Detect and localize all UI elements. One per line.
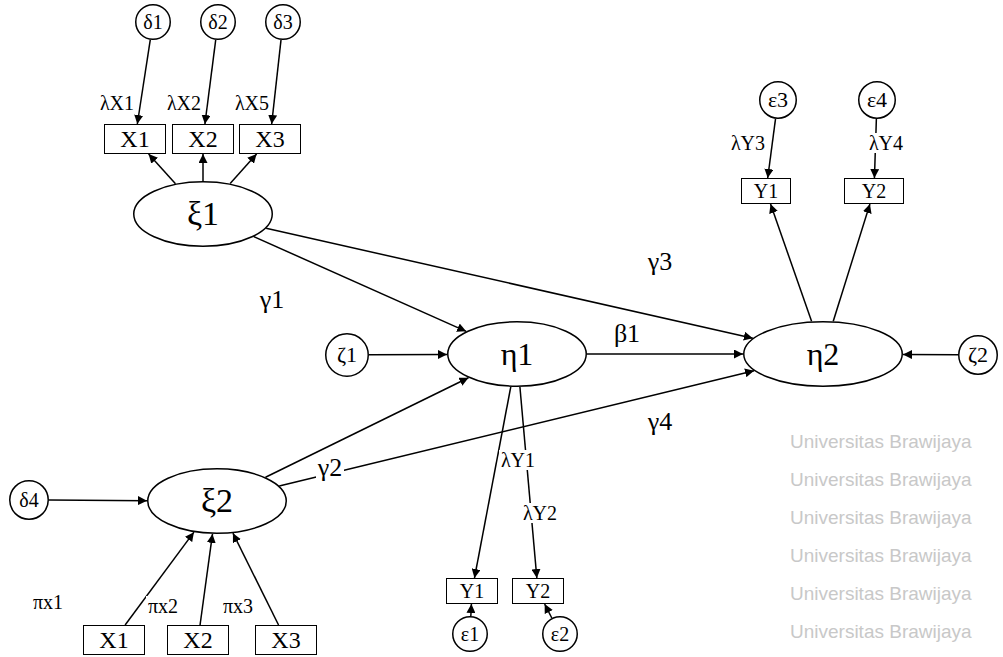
path-coefficient: γ3 [646,249,675,275]
path-arrow [545,604,552,618]
path-coefficient: πx1 [31,592,65,612]
error-term-circle: δ3 [265,4,301,40]
variable-symbol: X1 [120,127,149,151]
path-arrow [49,499,147,501]
path-arrow [768,119,776,178]
observed-variable-box: Y1 [741,178,791,204]
error-term-circle: ε4 [858,81,896,119]
watermark-text: Universitas Brawijaya [790,470,972,489]
path-arrow [272,40,281,124]
variable-symbol: δ1 [143,12,162,32]
path-coefficient: πx2 [146,596,180,616]
path-coefficient: πx3 [221,596,255,616]
watermark-text: Universitas Brawijaya [790,546,972,565]
path-arrow [369,354,447,356]
path-arrow [474,387,510,578]
path-coefficient: λY1 [499,450,537,470]
variable-symbol: δ3 [273,12,292,32]
variable-symbol: X1 [99,628,128,652]
path-arrow [205,40,216,124]
path-arrow [279,371,754,486]
error-term-circle: ε3 [759,81,797,119]
watermark-text: Universitas Brawijaya [790,584,972,603]
error-term-circle: ε2 [542,616,578,652]
variable-symbol: ζ1 [337,344,357,366]
path-coefficient: λY2 [521,503,559,523]
variable-symbol: X3 [271,628,300,652]
error-term-circle: ζ2 [958,335,998,375]
path-coefficient: λX5 [233,93,271,113]
path-coefficient: γ1 [258,287,287,313]
path-arrow [202,154,204,181]
variable-symbol: δ4 [19,490,38,510]
variable-symbol: δ2 [208,12,227,32]
path-arrow [833,204,870,321]
variable-symbol: ζ2 [968,344,988,366]
observed-variable-box: X1 [83,625,145,655]
observed-variable-box: X3 [255,625,317,655]
error-term-circle: ε1 [452,616,488,652]
path-arrow [520,387,537,578]
path-coefficient: β1 [612,321,642,347]
error-term-circle: δ1 [135,4,171,40]
variable-symbol: ε3 [768,89,788,111]
error-term-circle: δ2 [200,4,236,40]
observed-variable-box: X1 [104,124,166,154]
path-coefficient: λY4 [867,133,905,153]
variable-symbol: X2 [188,127,217,151]
observed-variable-box: X2 [172,124,234,154]
latent-variable-ellipse: η1 [447,321,587,387]
variable-symbol: Y2 [862,181,886,201]
variable-symbol: ξ1 [187,197,219,231]
path-arrow [903,354,958,356]
path-arrow [125,532,194,625]
variable-symbol: Y2 [526,581,550,601]
variable-symbol: ξ2 [201,484,233,518]
variable-symbol: η1 [501,338,534,370]
latent-variable-ellipse: η2 [743,321,903,387]
path-arrow [771,204,812,321]
watermark-text: Universitas Brawijaya [790,432,972,451]
variable-symbol: η2 [807,338,840,370]
observed-variable-box: Y1 [446,578,498,604]
observed-variable-box: Y2 [844,178,904,204]
observed-variable-box: X3 [239,124,301,154]
watermark-text: Universitas Brawijaya [790,508,972,527]
path-coefficient: λX2 [165,93,203,113]
latent-variable-ellipse: ξ2 [147,468,287,534]
watermark-text: Universitas Brawijaya [790,622,972,641]
error-term-circle: ζ1 [325,333,369,377]
variable-symbol: Y1 [754,181,778,201]
variable-symbol: ε1 [461,624,479,644]
variable-symbol: ε4 [867,89,887,111]
path-arrow [266,378,469,477]
observed-variable-box: X2 [167,625,229,655]
path-arrow [200,534,212,625]
latent-variable-ellipse: ξ1 [133,181,273,247]
observed-variable-box: Y2 [512,578,564,604]
variable-symbol: X2 [183,628,212,652]
variable-symbol: ε2 [551,624,569,644]
variable-symbol: Y1 [460,581,484,601]
error-term-circle: δ4 [9,480,49,520]
path-coefficient: λX1 [98,93,136,113]
path-coefficient: γ2 [316,455,345,481]
path-arrow [587,353,743,355]
path-arrow [149,154,176,184]
path-coefficient: γ4 [646,409,675,435]
variable-symbol: X3 [255,127,284,151]
path-arrow [230,154,256,184]
path-coefficient: λY3 [729,133,767,153]
path-arrow [137,40,150,124]
path-arrow [470,604,472,616]
path-arrow [254,237,466,332]
